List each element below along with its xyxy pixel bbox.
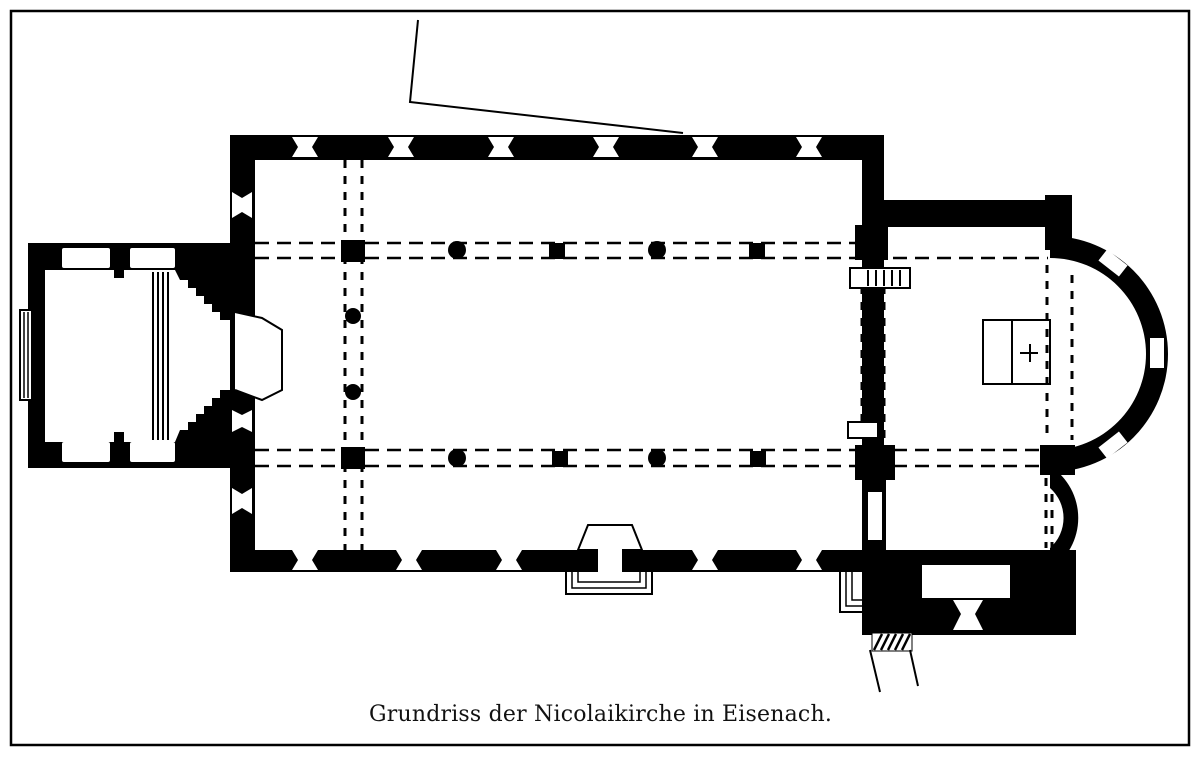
south-porch <box>565 524 653 595</box>
chancel <box>847 195 1075 553</box>
nave-windows <box>232 137 822 570</box>
piers <box>341 240 766 469</box>
frame-border <box>9 9 1191 747</box>
main-apse <box>1050 236 1168 472</box>
figure-caption: Grundriss der Nicolaikirche in Eisenach. <box>368 702 833 727</box>
property-line <box>408 19 684 134</box>
aisle-arcades <box>255 241 1048 468</box>
nave <box>230 135 884 572</box>
side-apse <box>1050 466 1100 570</box>
west-tower <box>19 243 283 468</box>
arcade-cross-lines <box>343 160 1074 550</box>
altar <box>982 319 1051 385</box>
southeast-chapel <box>839 550 1076 693</box>
